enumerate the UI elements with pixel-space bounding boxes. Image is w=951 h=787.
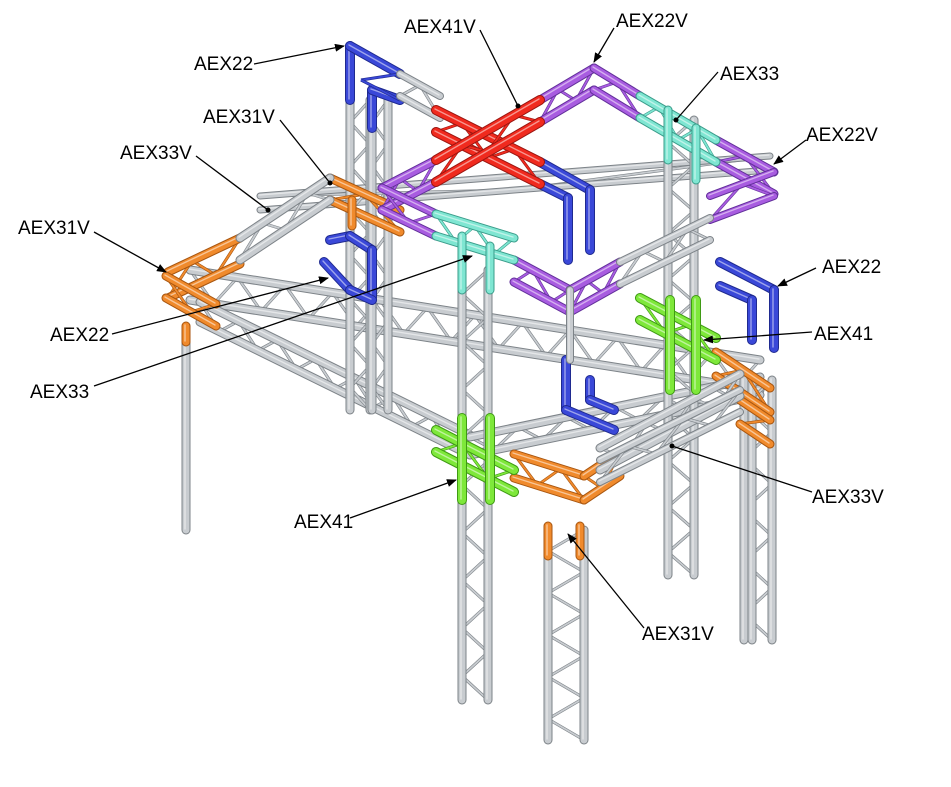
callout-aex31v-bottom: AEX31V	[567, 533, 714, 645]
label-aex33-left: AEX33	[30, 382, 89, 403]
callout-aex22v-top: AEX22V	[593, 11, 688, 63]
callout-aex31v-left: AEX31V	[18, 218, 167, 273]
callout-aex41-right: AEX41	[703, 324, 873, 345]
label-aex31v-left: AEX31V	[18, 218, 90, 239]
label-aex33-top: AEX33	[720, 64, 779, 85]
callout-aex33v-left: AEX33V	[120, 143, 271, 213]
callout-aex22-left: AEX22	[50, 276, 329, 346]
label-aex22-top: AEX22	[194, 54, 253, 75]
label-aex41v-top: AEX41V	[404, 17, 476, 38]
label-aex22-left: AEX22	[50, 325, 109, 346]
callout-aex31v-top: AEX31V	[203, 107, 333, 186]
label-aex31v-top: AEX31V	[203, 107, 275, 128]
label-aex41-bottom: AEX41	[294, 512, 353, 533]
label-aex22v-right: AEX22V	[806, 125, 878, 146]
callout-aex41v-top: AEX41V	[404, 17, 521, 109]
callout-aex22v-right: AEX22V	[773, 125, 878, 165]
label-aex22v-top: AEX22V	[616, 11, 688, 32]
label-aex41-right: AEX41	[814, 324, 873, 345]
callout-aex33v-right: AEX33V	[669, 443, 884, 508]
callout-aex33-top: AEX33	[673, 64, 779, 123]
label-aex22-right: AEX22	[822, 257, 881, 278]
label-aex33v-left: AEX33V	[120, 143, 192, 164]
label-aex33v-right: AEX33V	[812, 487, 884, 508]
callout-aex33-left: AEX33	[30, 255, 473, 403]
callout-aex22-top: AEX22	[194, 43, 345, 75]
callout-aex41-bottom: AEX41	[294, 479, 457, 533]
callout-aex22-right: AEX22	[777, 257, 881, 287]
label-aex31v-bottom: AEX31V	[642, 624, 714, 645]
